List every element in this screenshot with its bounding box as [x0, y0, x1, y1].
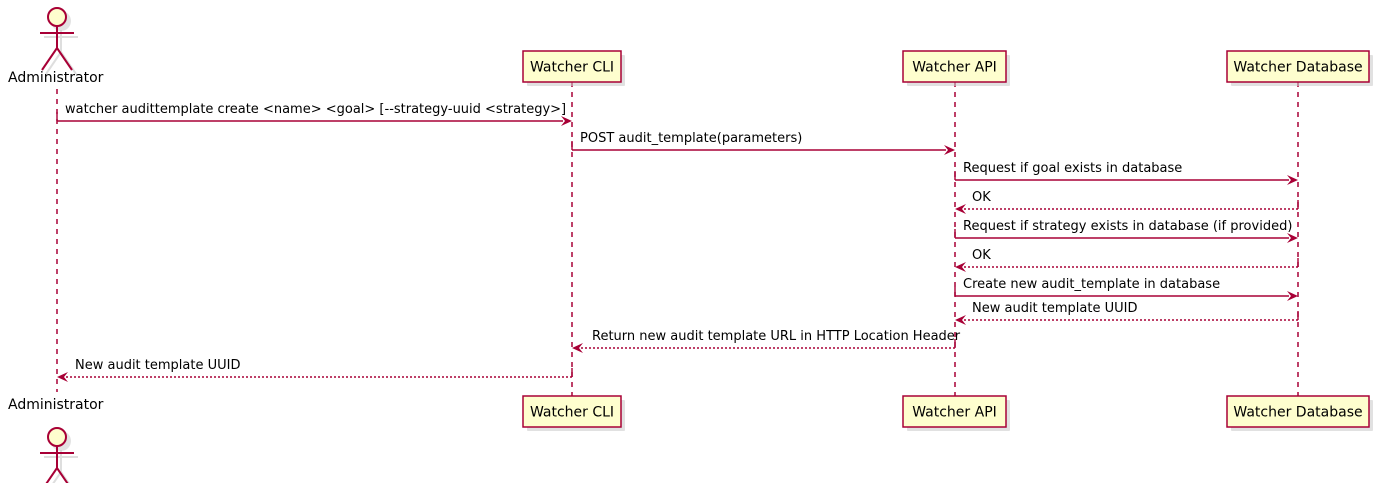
actor-body-shadow — [44, 450, 78, 483]
participant-box[interactable] — [1226, 50, 1370, 83]
message-label: POST audit_template(parameters) — [580, 131, 802, 146]
lifelines-group — [56, 82, 1299, 396]
message-arrowhead — [561, 116, 572, 126]
message-label: Request if goal exists in database — [963, 161, 1182, 176]
participant-label: Watcher API — [912, 405, 997, 421]
participant-box[interactable] — [902, 395, 1007, 428]
message-label: New audit template UUID — [75, 358, 240, 373]
participant-watcher-cli-top[interactable]: Watcher CLI — [522, 50, 625, 86]
message-6-watcher-database-to-watcher-api[interactable]: OK — [955, 248, 1299, 272]
participant-box[interactable] — [902, 50, 1007, 83]
message-arrowhead — [572, 343, 583, 353]
message-5-watcher-api-to-watcher-database[interactable]: Request if strategy exists in database (… — [954, 219, 1298, 243]
actor-body-icon — [40, 446, 74, 483]
message-9-watcher-api-to-watcher-cli[interactable]: Return new audit template URL in HTTP Lo… — [572, 329, 961, 353]
actor-figure[interactable]: Administrator — [8, 397, 104, 483]
actor-body-shadow — [44, 30, 78, 75]
participant-watcher-cli-bottom[interactable]: Watcher CLI — [522, 395, 625, 431]
participants-top-group: Watcher CLI Watcher API Watcher Database — [522, 50, 1373, 86]
message-7-watcher-api-to-watcher-database[interactable]: Create new audit_template in database — [954, 277, 1298, 301]
actor-head-icon — [47, 427, 67, 447]
message-10-watcher-cli-to-administrator[interactable]: New audit template UUID — [57, 358, 573, 382]
participants-bottom-group: Watcher CLI Watcher API Watcher Database — [522, 395, 1373, 431]
participant-watcher-api-top[interactable]: Watcher API — [902, 50, 1010, 86]
participant-box[interactable] — [1226, 395, 1370, 428]
participant-box[interactable] — [522, 395, 622, 428]
message-1-administrator-to-watcher-cli[interactable]: watcher audittemplate create <name> <goa… — [56, 102, 572, 126]
message-arrowhead — [955, 262, 966, 272]
actor-figure[interactable]: Administrator — [8, 7, 104, 86]
message-8-watcher-database-to-watcher-api[interactable]: New audit template UUID — [955, 301, 1299, 325]
participant-label: Watcher API — [912, 60, 997, 76]
participant-watcher-database-bottom[interactable]: Watcher Database — [1226, 395, 1373, 431]
participant-label: Watcher Database — [1233, 60, 1362, 76]
messages-group: watcher audittemplate create <name> <goa… — [56, 102, 1299, 382]
message-4-watcher-database-to-watcher-api[interactable]: OK — [955, 190, 1299, 214]
actor-label: Administrator — [8, 70, 104, 86]
participant-label: Watcher CLI — [530, 60, 614, 76]
message-arrowhead — [955, 315, 966, 325]
message-label: Return new audit template URL in HTTP Lo… — [592, 329, 961, 344]
message-arrowhead — [1287, 233, 1298, 243]
actor-body-icon — [40, 26, 74, 71]
participant-label: Watcher Database — [1233, 405, 1362, 421]
participant-box[interactable] — [522, 50, 622, 83]
participant-watcher-database-top[interactable]: Watcher Database — [1226, 50, 1373, 86]
message-arrowhead — [944, 145, 955, 155]
actor-head-icon — [47, 7, 67, 27]
message-2-watcher-cli-to-watcher-api[interactable]: POST audit_template(parameters) — [571, 131, 955, 155]
participant-label: Watcher CLI — [530, 405, 614, 421]
message-label: Request if strategy exists in database (… — [963, 219, 1292, 234]
message-arrowhead — [1287, 175, 1298, 185]
actor-administrator-top: Administrator — [8, 7, 104, 86]
message-label: OK — [972, 190, 991, 205]
participant-watcher-api-bottom[interactable]: Watcher API — [902, 395, 1010, 431]
message-label: OK — [972, 248, 991, 263]
message-label: New audit template UUID — [972, 301, 1137, 316]
message-label: watcher audittemplate create <name> <goa… — [65, 102, 566, 117]
actor-label: Administrator — [8, 397, 104, 413]
message-arrowhead — [1287, 291, 1298, 301]
message-3-watcher-api-to-watcher-database[interactable]: Request if goal exists in database — [954, 161, 1298, 185]
message-label: Create new audit_template in database — [963, 277, 1220, 292]
message-arrowhead — [955, 204, 966, 214]
message-arrowhead — [57, 372, 68, 382]
actor-administrator-bottom: Administrator — [8, 397, 104, 483]
